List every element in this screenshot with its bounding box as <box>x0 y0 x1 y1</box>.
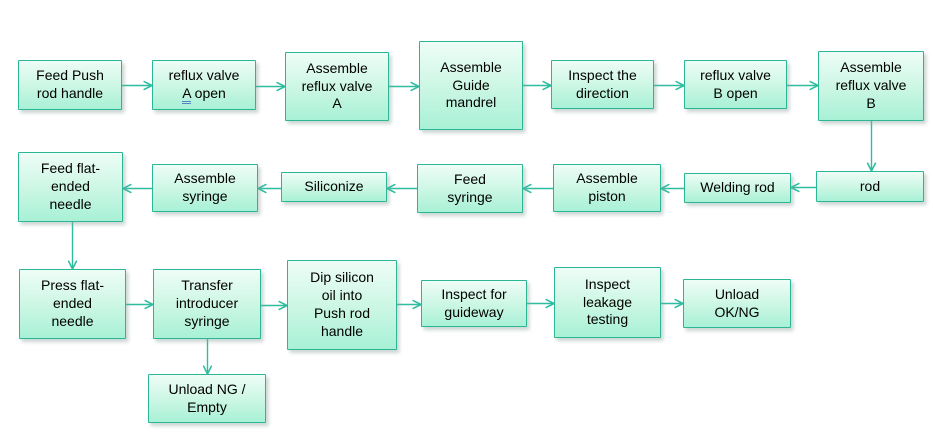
flow-node-siliconize: Siliconize <box>281 172 387 202</box>
flow-node-label: Siliconize <box>304 178 364 195</box>
flow-node-label: Welding rod <box>700 179 775 196</box>
flow-node-rod: rod <box>816 171 924 202</box>
flow-node-welding-rod: Welding rod <box>684 173 791 203</box>
double-underlined-text: A <box>182 85 191 104</box>
flow-node-label: rod <box>859 177 881 194</box>
flow-node-unload-ng-empty: Unload NG /Empty <box>148 374 266 423</box>
flow-node-label: Unload NG /Empty <box>168 380 246 415</box>
